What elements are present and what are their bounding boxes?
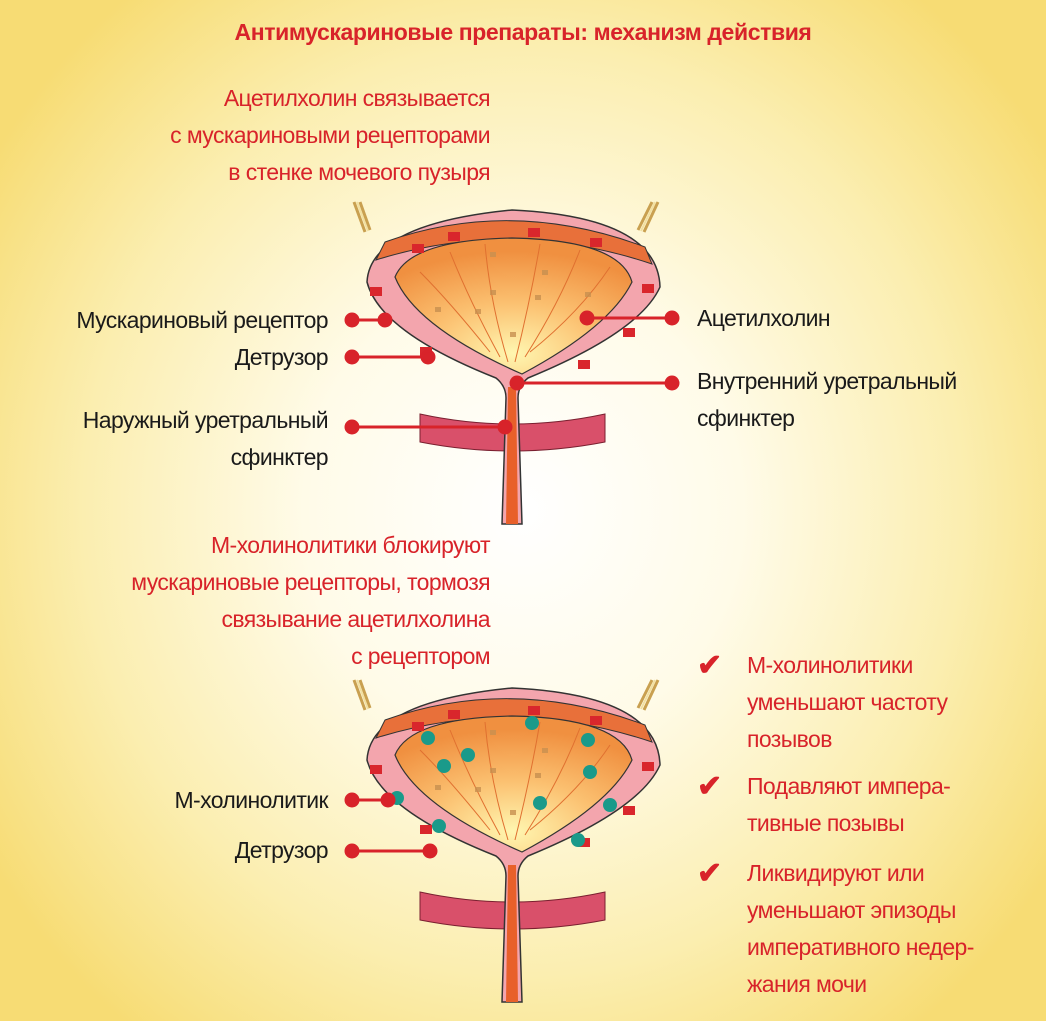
caption-line: связывание ацетилхолина <box>221 606 490 632</box>
check-icon: ✔ <box>697 770 723 803</box>
benefit-line: императивного недер- <box>747 934 974 960</box>
caption-line: с рецептором <box>351 643 491 669</box>
label-external-sphincter: Наружный уретральный сфинктер <box>82 402 329 476</box>
label-anticholinergic: М-холинолитик <box>174 787 328 813</box>
label-detrusor: Детрузор <box>234 344 329 370</box>
label-acetylcholine: Ацетилхолин <box>697 305 831 331</box>
label-muscarinic-receptor: Мускариновый рецептор <box>76 307 328 333</box>
bladder-blocked <box>352 678 662 1004</box>
benefit-line: Подавляют импера- <box>747 773 951 799</box>
label-line: Внутренний уретральный <box>697 368 957 394</box>
benefit-item: Подавляют импера- тивные позывы <box>747 768 951 842</box>
drug-molecules <box>390 716 617 847</box>
caption-line: Ацетилхолин связывается <box>223 85 491 111</box>
caption-line: в стенке мочевого пузыря <box>228 159 490 185</box>
label-line: Наружный уретральный <box>82 407 329 433</box>
label-leaders <box>344 310 680 859</box>
benefit-line: жания мочи <box>747 971 867 997</box>
label-line: сфинктер <box>697 405 795 431</box>
benefit-line: уменьшают частоту <box>747 689 948 715</box>
caption-line: с мускариновыми рецепторами <box>170 122 490 148</box>
caption-line: мускариновые рецепторы, тормозя <box>131 569 490 595</box>
benefit-line: уменьшают эпизоды <box>747 897 956 923</box>
label-line: сфинктер <box>230 444 329 470</box>
top-caption: Ацетилхолин связывается с мускариновыми … <box>170 80 490 191</box>
benefit-line: позывов <box>747 726 832 752</box>
bladder-normal <box>352 200 662 526</box>
benefit-line: тивные позывы <box>747 810 905 836</box>
label-detrusor-2: Детрузор <box>234 837 329 863</box>
benefit-line: Ликвидируют или <box>747 860 925 886</box>
page-title: Антимускариновые препараты: механизм дей… <box>234 19 812 45</box>
check-icon: ✔ <box>697 857 723 890</box>
benefit-line: М-холинолитики <box>747 652 913 678</box>
mid-caption: М-холинолитики блокируют мускариновые ре… <box>131 527 490 675</box>
check-icon: ✔ <box>697 649 723 682</box>
benefit-item: М-холинолитики уменьшают частоту позывов <box>747 647 948 758</box>
caption-line: М-холинолитики блокируют <box>211 532 491 558</box>
label-internal-sphincter: Внутренний уретральный сфинктер <box>697 363 957 437</box>
benefit-item: Ликвидируют или уменьшают эпизоды импера… <box>747 855 974 1003</box>
